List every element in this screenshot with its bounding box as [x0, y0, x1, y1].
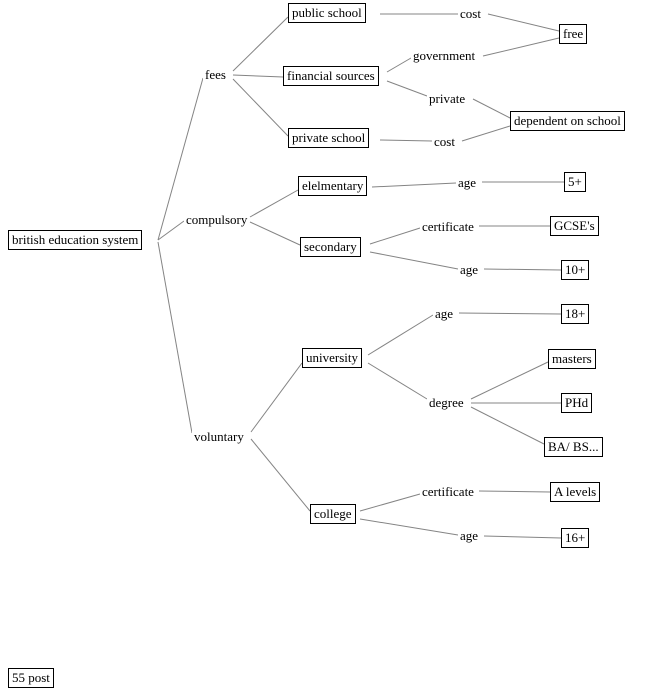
edge-degree-masters	[470, 361, 549, 400]
branch-label-government[interactable]: government	[411, 48, 478, 63]
edge-age-18plus	[458, 312, 562, 315]
branch-label-certificate-secondary[interactable]: certificate	[420, 219, 476, 234]
branch-label-private[interactable]: private	[427, 91, 468, 106]
edge-cost-dependent	[461, 125, 511, 142]
edge-fees-public-school	[232, 16, 289, 72]
branch-label-degree[interactable]: degree	[427, 395, 466, 410]
edge-financial-sources-government	[386, 57, 412, 73]
branch-label-age-elementary[interactable]: age	[456, 175, 479, 190]
node-secondary[interactable]: secondary	[300, 237, 361, 257]
node-dependent-on-school[interactable]: dependent on school	[510, 111, 625, 131]
edge-cost-free	[487, 13, 560, 32]
edge-college-certificate	[359, 493, 421, 512]
node-college[interactable]: college	[310, 504, 356, 524]
node-10plus[interactable]: 10+	[561, 260, 590, 280]
edge-compulsory-elelmentary	[249, 189, 299, 218]
branch-label-certificate-college[interactable]: certificate	[420, 484, 476, 499]
edge-college-age	[359, 518, 459, 536]
node-masters[interactable]: masters	[548, 349, 596, 369]
edge-secondary-age	[369, 251, 459, 270]
node-private-school[interactable]: private school	[288, 128, 370, 148]
branch-label-fees[interactable]: fees	[203, 67, 228, 82]
edge-university-degree	[367, 362, 428, 400]
branch-label-cost-public[interactable]: cost	[458, 6, 483, 21]
node-18plus[interactable]: 18+	[561, 304, 590, 324]
node-elelmentary[interactable]: elelmentary	[298, 176, 368, 196]
edge-fees-private-school	[232, 78, 289, 137]
node-a-levels[interactable]: A levels	[550, 482, 601, 502]
node-university[interactable]: university	[302, 348, 362, 368]
edge-private-dependent	[472, 98, 511, 119]
edge-compulsory-secondary	[249, 221, 301, 246]
post-count-badge: 55 post	[8, 668, 54, 688]
edge-root-compulsory	[157, 220, 185, 241]
edge-certificate-alevels	[478, 490, 551, 493]
edge-elelmentary-age	[371, 182, 457, 188]
branch-label-age-secondary[interactable]: age	[458, 262, 481, 277]
node-financial-sources[interactable]: financial sources	[283, 66, 379, 86]
edge-private-school-cost	[379, 139, 433, 142]
edge-root-fees	[157, 77, 204, 241]
node-5plus[interactable]: 5+	[564, 172, 586, 192]
edge-university-age	[367, 314, 434, 356]
branch-label-age-college[interactable]: age	[458, 528, 481, 543]
node-phd[interactable]: PHd	[561, 393, 593, 413]
edge-age-10plus	[483, 268, 562, 271]
edge-financial-sources-private	[386, 80, 428, 97]
edge-root-voluntary	[157, 241, 193, 434]
node-free[interactable]: free	[559, 24, 588, 44]
node-public-school[interactable]: public school	[288, 3, 366, 23]
edge-government-free	[482, 37, 560, 57]
branch-label-voluntary[interactable]: voluntary	[192, 429, 246, 444]
edge-age-16plus	[483, 535, 562, 539]
node-gcses[interactable]: GCSE's	[550, 216, 599, 236]
edge-secondary-certificate	[369, 227, 421, 245]
edge-voluntary-college	[250, 438, 311, 512]
edge-fees-financial-sources	[232, 74, 284, 78]
node-16plus[interactable]: 16+	[561, 528, 590, 548]
node-ba-bs[interactable]: BA/ BS...	[544, 437, 603, 457]
edge-voluntary-university	[250, 362, 303, 433]
branch-label-compulsory[interactable]: compulsory	[184, 212, 250, 227]
branch-label-age-university[interactable]: age	[433, 306, 456, 321]
node-british-education-system[interactable]: british education system	[8, 230, 143, 250]
edge-degree-babs	[470, 406, 545, 445]
branch-label-cost-private[interactable]: cost	[432, 134, 457, 149]
